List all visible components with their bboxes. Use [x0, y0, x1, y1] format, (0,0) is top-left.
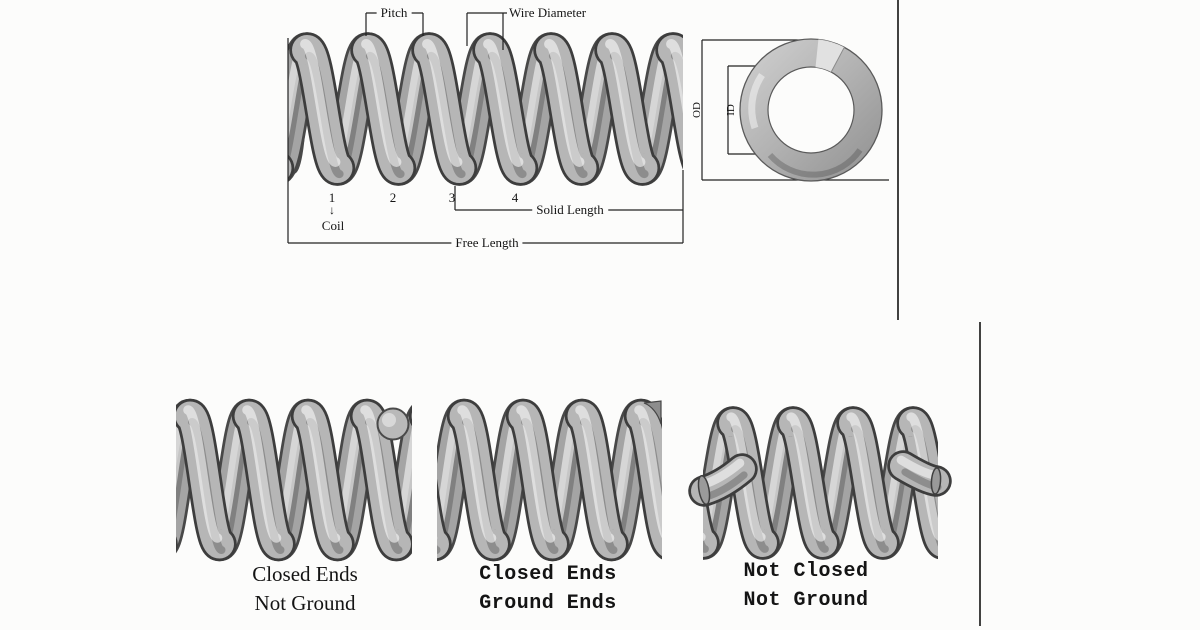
spring-closed-ends-ground [437, 398, 662, 562]
coil-label: Coil [321, 218, 345, 233]
outer-diameter-label: OD [691, 102, 703, 118]
coil-arrow-icon: ↓ [329, 203, 335, 217]
caption-line: Not Ground [254, 591, 356, 615]
coil-number-2: 2 [389, 190, 397, 205]
spring-closed-ends-not-ground [176, 398, 412, 562]
od-dimension [701, 39, 889, 181]
caption-line: Ground Ends [479, 592, 617, 615]
caption-not-closed-not-ground: Not Closed Not Ground [743, 557, 868, 615]
ring-cut-wedge [815, 39, 845, 72]
top-spring-illustration [288, 32, 683, 186]
wire-diameter-label: Wire Diameter [509, 5, 587, 20]
caption-line: Not Closed [743, 560, 869, 583]
caption-closed-ends-not-ground: Closed Ends Not Ground [252, 560, 358, 618]
caption-line: Closed Ends [252, 562, 358, 586]
panel-borders [262, 0, 981, 626]
free-length-label: Free Length [451, 235, 523, 250]
coil-number-3: 3 [448, 190, 456, 205]
spring-not-closed-not-ground [688, 406, 952, 560]
inner-diameter-label: ID [725, 104, 737, 116]
caption-line: Closed Ends [479, 563, 617, 586]
caption-line: Not Ground [743, 589, 869, 612]
cross-section-ring [739, 38, 883, 182]
pitch-label: Pitch [376, 5, 412, 20]
caption-closed-ends-ground-ends: Closed Ends Ground Ends [479, 560, 617, 618]
solid-length-label: Solid Length [532, 202, 608, 217]
wire-diameter-bracket [466, 12, 507, 50]
coil-number-4: 4 [511, 190, 519, 205]
coil-number-1: 1 [328, 190, 336, 205]
